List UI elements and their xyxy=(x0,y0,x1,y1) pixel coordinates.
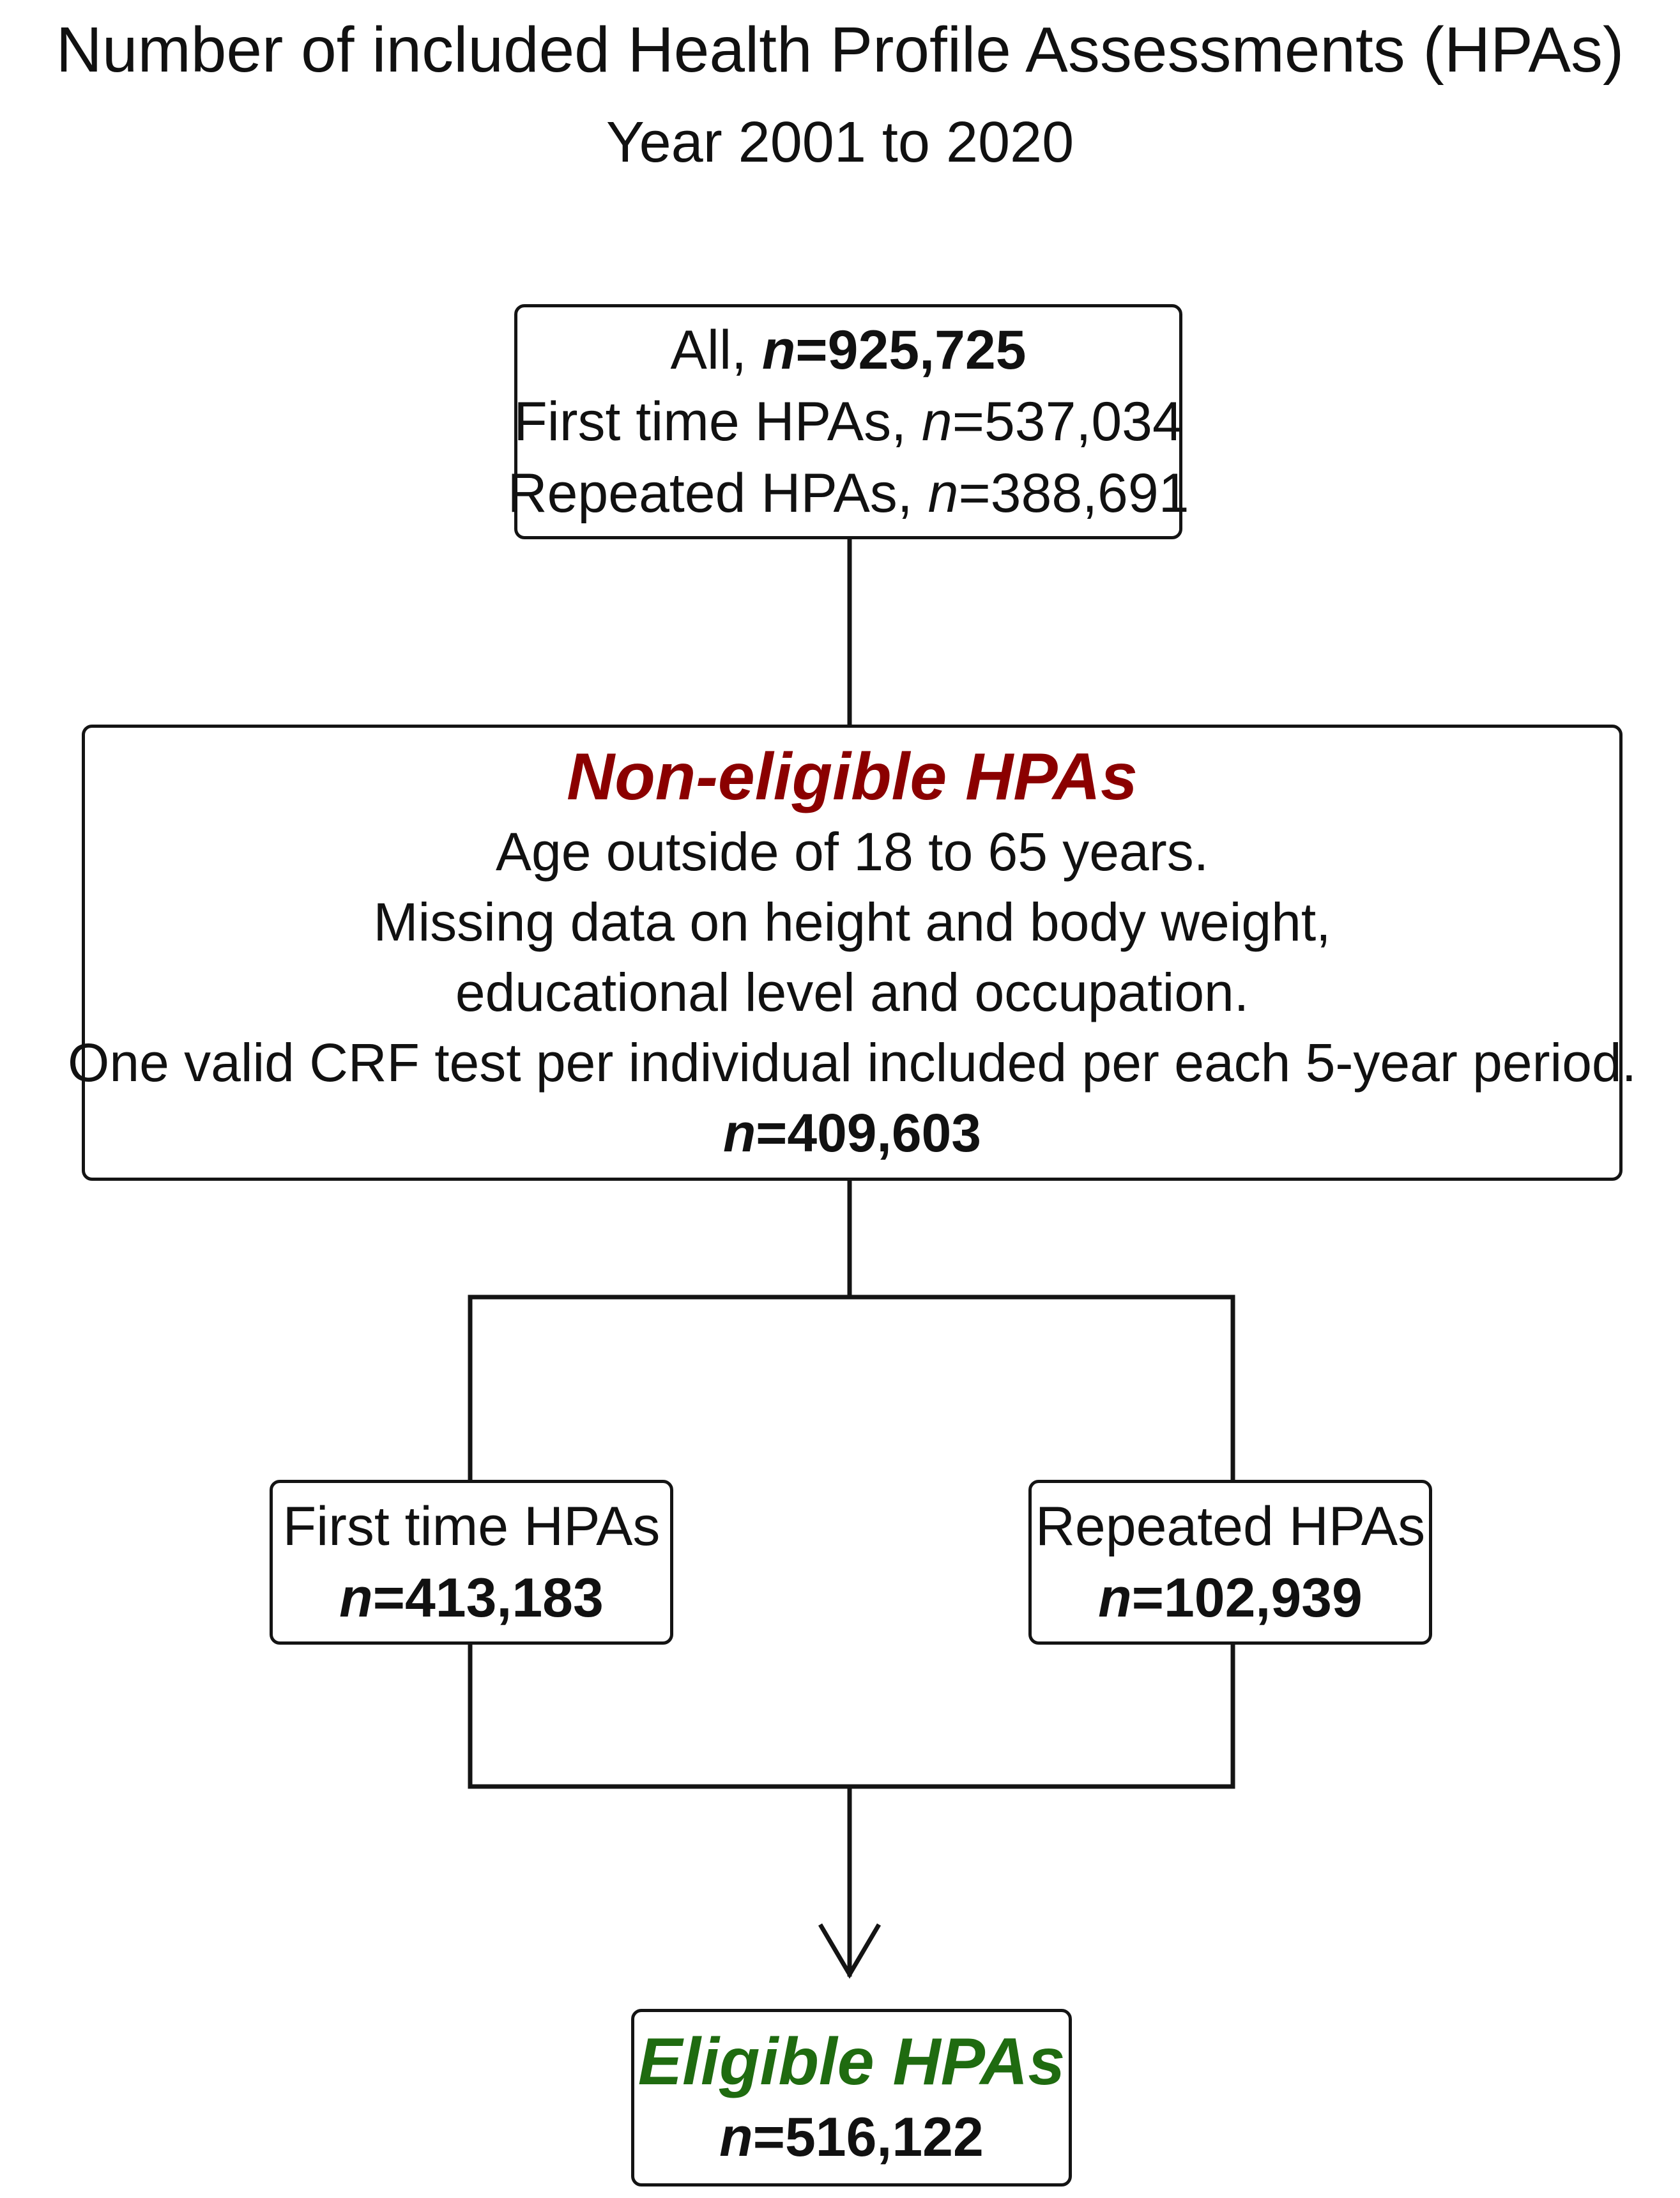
first-time-label: First time HPAs, xyxy=(514,391,922,452)
criterion-missing-data: Missing data on height and body weight, xyxy=(373,892,1331,952)
node-repeated-hpas: Repeated HPAs n=102,939 xyxy=(1028,1480,1432,1645)
node-all-hpas: All, n=925,725 First time HPAs, n=537,03… xyxy=(507,304,1189,539)
all-label: All, xyxy=(670,319,762,381)
eligible-value: =516,122 xyxy=(752,2107,984,2168)
node-first-time-hpas: First time HPAs n=413,183 xyxy=(270,1480,673,1645)
diagram-title: Number of included Health Profile Assess… xyxy=(56,14,1624,86)
n-symbol: n xyxy=(722,1103,756,1163)
repeated-count-value: =388,691 xyxy=(958,463,1189,524)
n-symbol: n xyxy=(921,391,952,452)
eligible-heading: Eligible HPAs xyxy=(638,2025,1065,2099)
diagram-subtitle: Year 2001 to 2020 xyxy=(606,111,1074,174)
node-non-eligible-hpas: Non-eligible HPAs Age outside of 18 to 6… xyxy=(68,725,1637,1181)
n-symbol: n xyxy=(761,319,796,381)
repeated-label: Repeated HPAs, xyxy=(507,463,928,524)
repeated-count: n=102,939 xyxy=(1098,1562,1363,1634)
n-symbol: n xyxy=(1098,1567,1132,1629)
repeated-value: =102,939 xyxy=(1131,1567,1363,1629)
repeated-heading: Repeated HPAs xyxy=(1035,1496,1426,1557)
non-eligible-count: n=409,603 xyxy=(723,1098,981,1168)
first-time-count-line: First time HPAs, n=537,034 xyxy=(514,386,1183,457)
n-symbol: n xyxy=(928,463,959,524)
arrowhead-icon xyxy=(818,1923,882,1979)
n-symbol: n xyxy=(339,1567,373,1629)
all-count-value: =925,725 xyxy=(795,319,1027,381)
repeated-count-line: Repeated HPAs, n=388,691 xyxy=(507,457,1189,529)
first-time-count: n=413,183 xyxy=(339,1562,604,1634)
criterion-one-test: One valid CRF test per individual includ… xyxy=(68,1033,1637,1093)
first-time-heading: First time HPAs xyxy=(282,1496,661,1557)
criterion-age: Age outside of 18 to 65 years. xyxy=(495,822,1209,882)
n-symbol: n xyxy=(719,2107,753,2168)
all-count-line: All, n=925,725 xyxy=(670,314,1026,386)
non-eligible-heading: Non-eligible HPAs xyxy=(567,740,1138,814)
criterion-education-occupation: educational level and occupation. xyxy=(455,962,1249,1022)
first-time-count-value: =537,034 xyxy=(952,391,1183,452)
first-time-value: =413,183 xyxy=(372,1567,604,1629)
node-eligible-hpas: Eligible HPAs n=516,122 xyxy=(631,2009,1072,2186)
eligible-count: n=516,122 xyxy=(719,2102,984,2173)
non-eligible-count-value: =409,603 xyxy=(756,1103,981,1163)
